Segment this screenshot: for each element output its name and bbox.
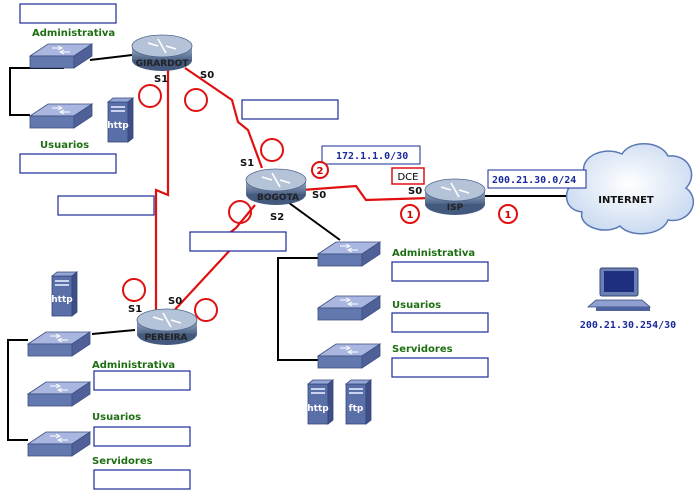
- cloud-label: INTERNET: [598, 195, 654, 206]
- switch-bogota-usuarios-icon: [317, 295, 381, 321]
- bogota-lan-link: [277, 257, 318, 361]
- girardot-s1-label: S1: [154, 74, 168, 85]
- answer-boxes: [19, 3, 489, 490]
- dce-box: [391, 167, 425, 185]
- bogota-s1-label: S1: [240, 158, 254, 169]
- pereira-s1-label: S1: [128, 304, 142, 315]
- girardot-lan-administrativa-label: Administrativa: [32, 28, 115, 39]
- pereira-lan-usuarios-label: Usuarios: [92, 412, 141, 423]
- serial-bogota-pereira: [169, 204, 256, 316]
- bogota-s0-label: S0: [312, 190, 326, 201]
- girardot-http-server-icon: [107, 97, 134, 143]
- bogota-http-server-label: http: [307, 404, 329, 414]
- switch-girardot-administrativa-icon: [29, 43, 93, 69]
- bogota-http-server-icon: [307, 379, 334, 425]
- circle-girardot-s0[interactable]: [184, 88, 208, 112]
- answer-box-girardot-pereira-link[interactable]: [57, 195, 155, 216]
- answer-box-girardot-usuarios[interactable]: [19, 153, 117, 174]
- answer-box-girardot-administrativa[interactable]: [19, 3, 117, 24]
- serial-girardot-bogota: [184, 67, 264, 169]
- circle-girardot-s1[interactable]: [138, 84, 162, 108]
- bogota-lan-usuarios-label: Usuarios: [392, 300, 441, 311]
- router-bogota-label: BOGOTA: [257, 193, 299, 203]
- internet-cloud: INTERNET: [565, 143, 695, 235]
- answer-box-pereira-administrativa[interactable]: [93, 370, 191, 391]
- pereira-s0-label: S0: [168, 296, 182, 307]
- circle-isp-s0[interactable]: [400, 204, 420, 224]
- circle-isp-s0-number: 1: [407, 210, 414, 221]
- pc-icon: [586, 267, 652, 311]
- girardot-s0-label: S0: [200, 70, 214, 81]
- router-girardot-label: GIRARDOT: [136, 59, 190, 69]
- serial-girardot-pereira: [154, 68, 170, 316]
- circle-isp-e0-number: 1: [505, 210, 512, 221]
- circle-pereira-s1[interactable]: [122, 278, 146, 302]
- bogota-lan-servidores-label: Servidores: [392, 344, 453, 355]
- answer-box-pereira-usuarios[interactable]: [93, 426, 191, 447]
- pereira-http-server-icon: [51, 271, 78, 317]
- switch-bogota-servidores-icon: [317, 343, 381, 369]
- pereira-http-server-label: http: [51, 295, 73, 305]
- girardot-lan-usuarios-label: Usuarios: [40, 140, 89, 151]
- switch-girardot-usuarios-icon: [29, 103, 93, 129]
- answer-box-bogota-servidores[interactable]: [391, 357, 489, 378]
- circle-bogota-s2[interactable]: [228, 200, 252, 224]
- internet-host-network: 200.21.30.254/30: [580, 320, 676, 331]
- circle-bogota-s1[interactable]: [260, 138, 284, 162]
- pereira-switch-link: [91, 329, 136, 335]
- pereira-lan-administrativa-label: Administrativa: [92, 360, 175, 371]
- answer-box-bogota-pereira-link[interactable]: [189, 231, 287, 252]
- circle-bogota-s0-number: 2: [317, 166, 324, 177]
- bogota-lan-administrativa-label: Administrativa: [392, 248, 475, 259]
- dce-label: DCE: [397, 172, 418, 183]
- circle-pereira-s0[interactable]: [194, 298, 218, 322]
- pereira-lan-servidores-label: Servidores: [92, 456, 153, 467]
- switch-bogota-administrativa-icon: [317, 241, 381, 267]
- girardot-switch-link: [89, 54, 133, 61]
- router-isp-label: ISP: [447, 203, 464, 213]
- ethernet-links: [7, 54, 570, 441]
- answer-box-pereira-servidores[interactable]: [93, 469, 191, 490]
- serial-bogota-isp: [301, 184, 431, 202]
- bogota-s2-label: S2: [270, 212, 284, 223]
- circle-bogota-s0[interactable]: [311, 161, 329, 179]
- switch-pereira-administrativa-icon: [27, 331, 91, 357]
- bogota-switch-link: [284, 199, 341, 241]
- answer-circles: [122, 84, 284, 322]
- bogota-isp-network-box: [321, 145, 421, 165]
- circle-isp-e0[interactable]: [498, 204, 518, 224]
- pereira-lan-link: [7, 339, 28, 441]
- switch-pereira-servidores-icon: [27, 431, 91, 457]
- bogota-ftp-server-label: ftp: [349, 404, 364, 414]
- bogota-isp-network: 172.1.1.0/30: [336, 151, 408, 162]
- isp-s0-label: S0: [408, 186, 422, 197]
- router-pereira-label: PEREIRA: [144, 333, 187, 343]
- answer-box-bogota-usuarios[interactable]: [391, 312, 489, 333]
- isp-internet-network: 200.21.30.0/24: [492, 175, 576, 186]
- answer-box-bogota-administrativa[interactable]: [391, 261, 489, 282]
- answer-box-girardot-bogota-link[interactable]: [241, 99, 339, 120]
- switch-pereira-usuarios-icon: [27, 381, 91, 407]
- bogota-ftp-server-icon: [345, 379, 372, 425]
- girardot-http-server-label: http: [107, 121, 129, 131]
- isp-internet-network-box: [487, 169, 587, 189]
